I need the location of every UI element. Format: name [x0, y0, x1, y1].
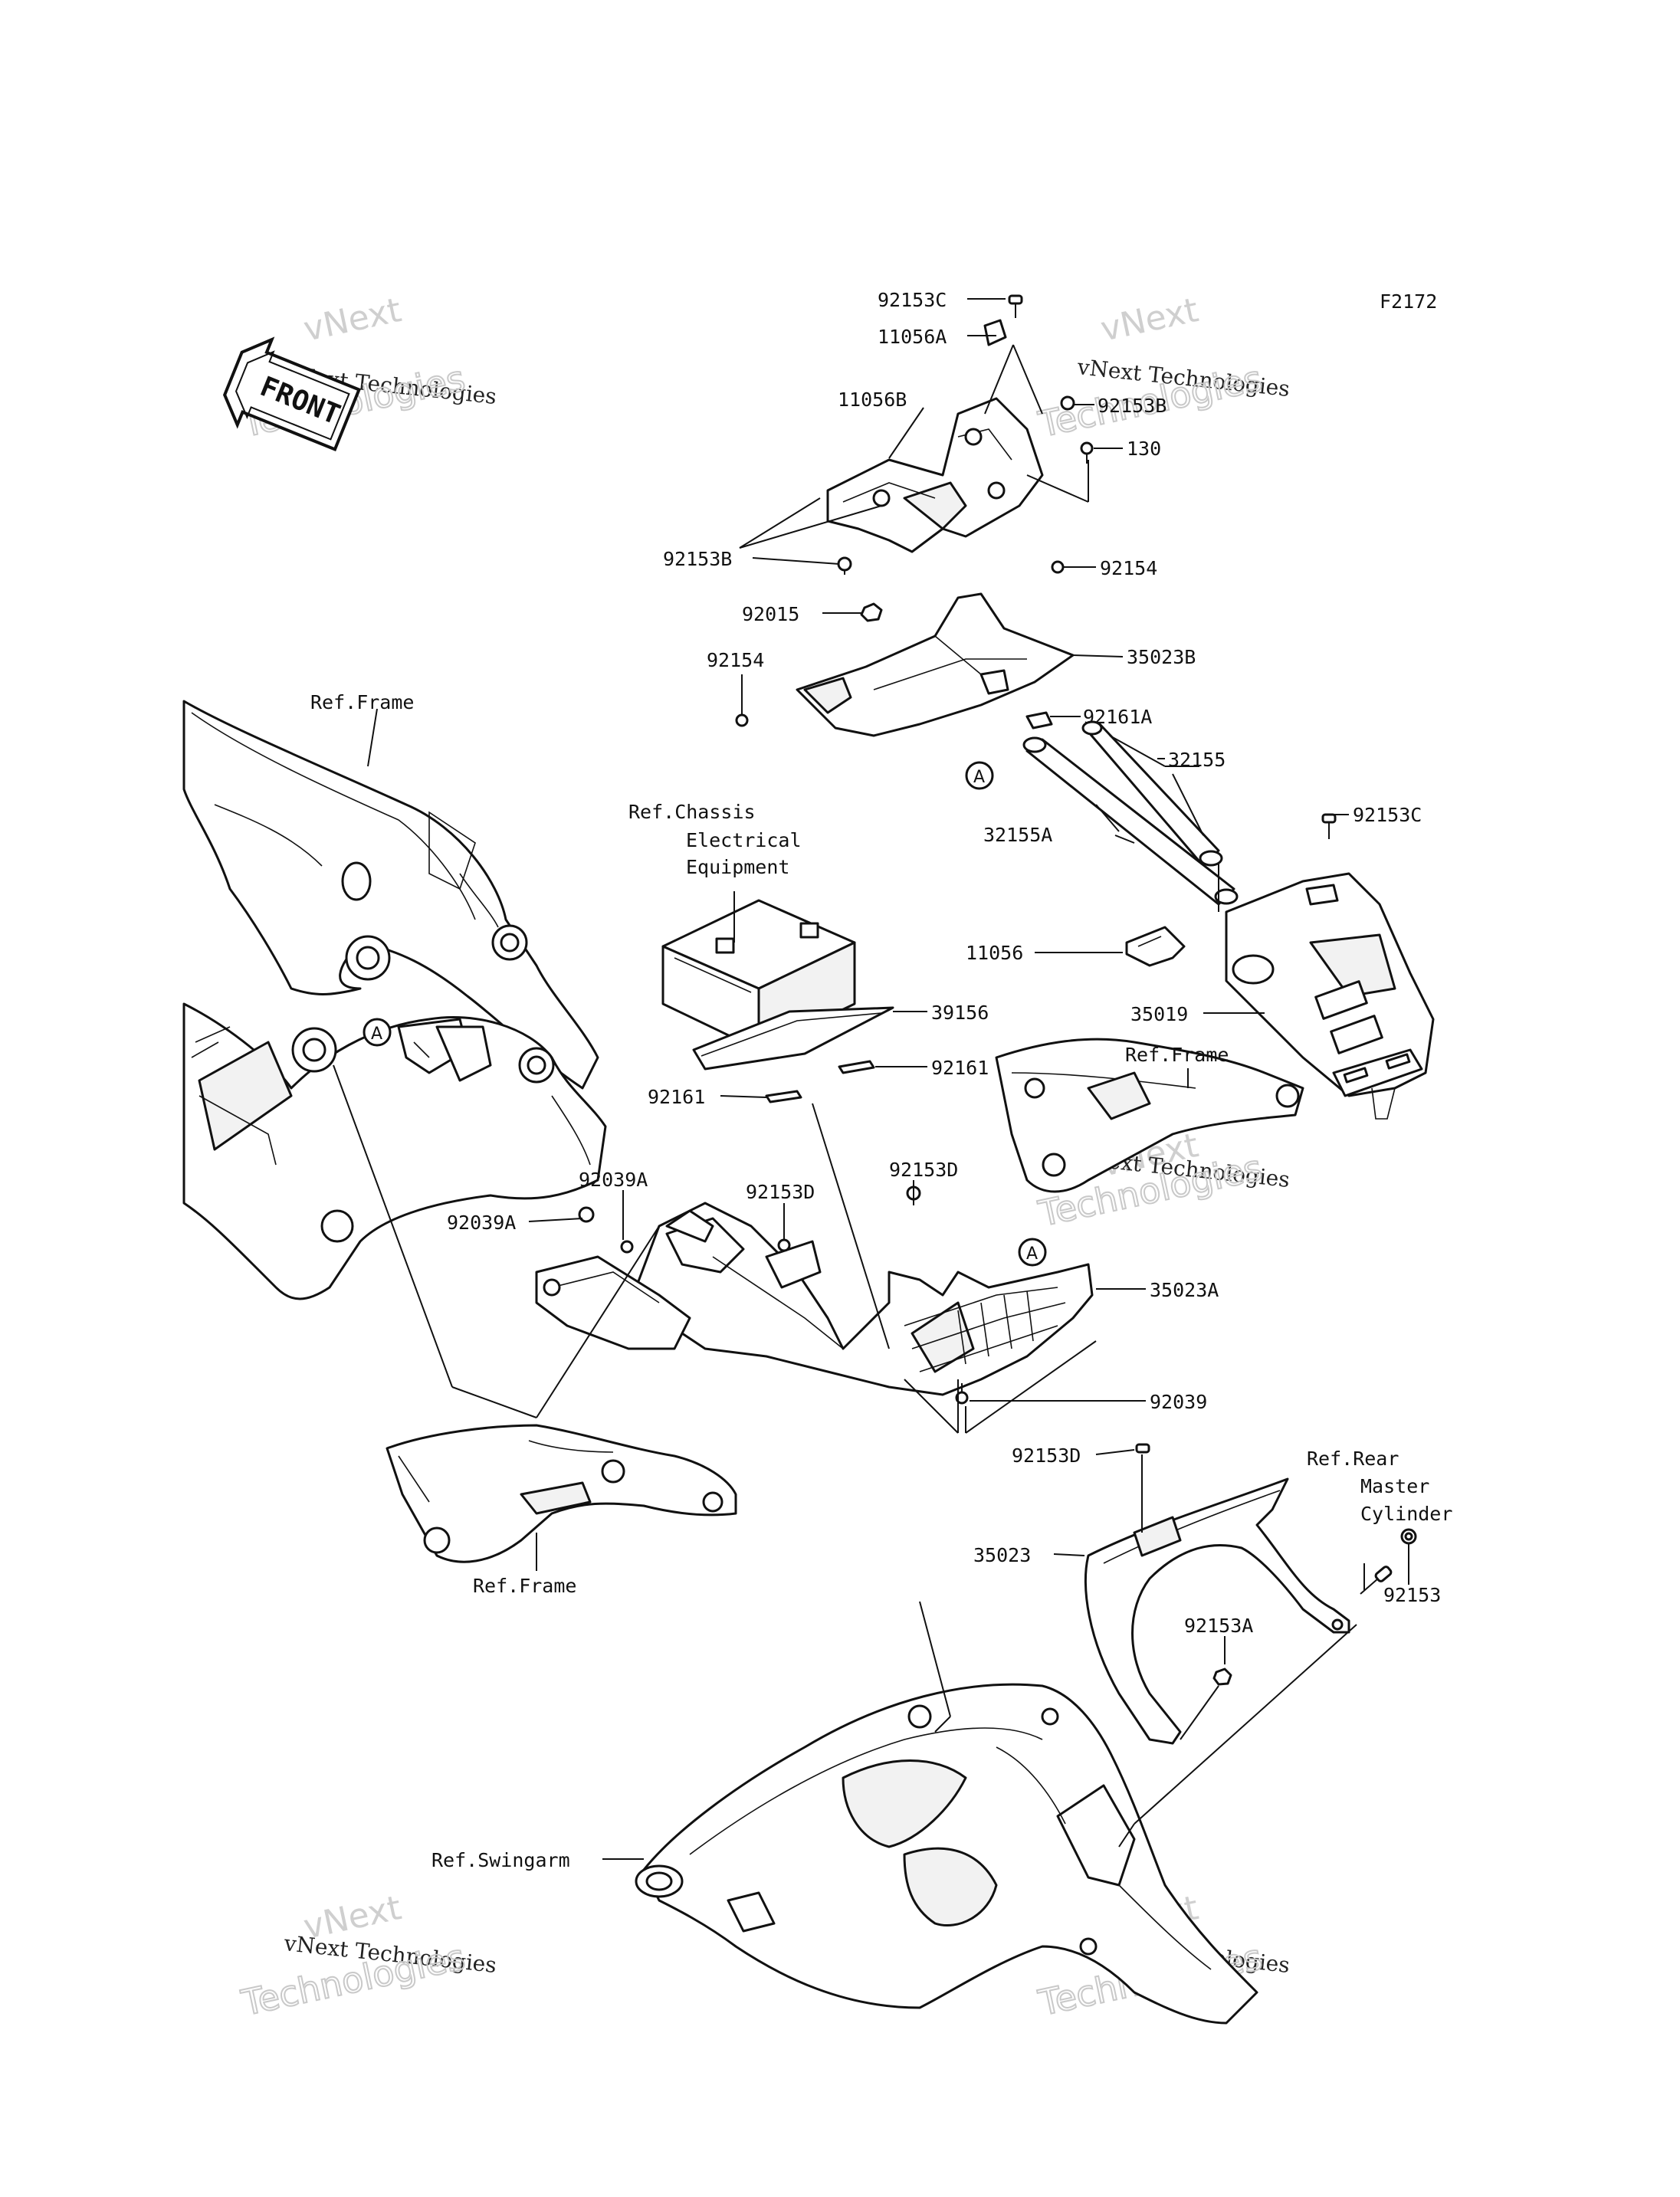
under-cover-35023a	[535, 1202, 1094, 1396]
front-arrow-icon: FRONT	[222, 336, 362, 452]
ref-label-chassis-2: Electrical	[686, 829, 802, 851]
part-label-11056a: 11056A	[878, 326, 947, 348]
bolt-icon	[1060, 395, 1075, 411]
nut-icon	[1212, 1667, 1232, 1686]
part-label-92153b-right: 92153B	[1098, 395, 1166, 417]
ref-label-frame-top: Ref.Frame	[310, 691, 414, 713]
rear-holder-35019	[1225, 872, 1435, 1120]
part-label-92153d-b: 92153D	[746, 1181, 815, 1203]
part-label-92161-right: 92161	[931, 1057, 989, 1079]
bolt-icon	[1321, 813, 1337, 839]
svg-text:A: A	[973, 768, 985, 787]
part-label-92153b-left: 92153B	[663, 548, 732, 570]
part-label-92153d-a: 92153D	[889, 1159, 958, 1181]
bolt-icon	[837, 556, 852, 575]
svg-text:vNext: vNext	[300, 290, 405, 349]
battery-pad	[692, 1006, 894, 1071]
frame-upper-left	[182, 700, 599, 1090]
bolt-icon	[620, 1240, 634, 1254]
part-label-92161a: 92161A	[1083, 706, 1152, 728]
part-label-11056: 11056	[966, 942, 1023, 964]
bolt-icon	[1135, 1443, 1150, 1454]
ref-label-frame-right: Ref.Frame	[1125, 1044, 1229, 1066]
under-tray-35023b	[796, 592, 1075, 737]
bolt-icon	[955, 1383, 969, 1405]
swingarm	[635, 1683, 1258, 2025]
part-label-92154-right: 92154	[1100, 557, 1157, 579]
ref-label-swingarm: Ref.Swingarm	[431, 1849, 570, 1871]
frame-right	[995, 1038, 1304, 1193]
bolt-icon	[1008, 294, 1023, 318]
part-label-92039a-a: 92039A	[579, 1169, 648, 1191]
nut-icon	[860, 602, 883, 622]
clip-11056	[1125, 926, 1186, 967]
watermark-top-right: vNext vNext Technologies Technologies	[1034, 290, 1291, 446]
pad-strips	[765, 1060, 875, 1103]
part-label-92039: 92039	[1150, 1391, 1207, 1413]
bolt-icon	[777, 1238, 791, 1252]
diagram-code: F2172	[1380, 290, 1437, 313]
part-label-11056b: 11056B	[838, 389, 907, 411]
part-label-130: 130	[1127, 438, 1161, 460]
part-label-92153c-top: 92153C	[878, 289, 947, 311]
part-label-92161-left: 92161	[648, 1086, 705, 1108]
bolt-icon	[578, 1206, 595, 1223]
part-label-35023a: 35023A	[1150, 1279, 1219, 1301]
part-label-92153d-c: 92153D	[1012, 1444, 1081, 1467]
part-label-35023: 35023	[973, 1544, 1031, 1566]
part-label-32155: 32155	[1168, 749, 1226, 771]
svg-text:vNext: vNext	[1098, 290, 1202, 349]
part-label-92154-left: 92154	[707, 649, 764, 671]
svg-text:A: A	[371, 1025, 382, 1044]
part-label-92039a-b: 92039A	[447, 1212, 516, 1234]
ref-label-rear-1: Ref.Rear	[1307, 1448, 1399, 1470]
svg-text:A: A	[1026, 1244, 1038, 1264]
part-label-92153c-right: 92153C	[1353, 804, 1422, 826]
ecu-bracket	[826, 319, 1044, 553]
nut-icon	[1400, 1528, 1417, 1545]
tube-32155a	[1022, 711, 1239, 906]
ref-label-frame-bottom: Ref.Frame	[473, 1575, 576, 1597]
part-label-92015: 92015	[742, 603, 799, 625]
frame-lower-left	[386, 1424, 737, 1563]
tube-32155	[1081, 720, 1223, 867]
bolt-icon	[1080, 441, 1094, 464]
bolt-icon	[735, 713, 749, 727]
part-label-35023b: 35023B	[1127, 646, 1196, 668]
callout-a-left: A	[363, 1018, 392, 1047]
bolt-icon	[1360, 1566, 1393, 1595]
part-label-92153: 92153	[1383, 1584, 1441, 1606]
part-label-39156: 39156	[931, 1002, 989, 1024]
part-label-35019: 35019	[1130, 1003, 1188, 1025]
frame-middle-left	[182, 1002, 607, 1300]
ref-label-rear-2: Master	[1360, 1475, 1429, 1497]
watermark-bottom-left: vNext vNext Technologies Technologies	[237, 1888, 497, 2025]
ref-label-chassis-1: Ref.Chassis	[628, 801, 756, 823]
ref-label-chassis-3: Equipment	[686, 856, 789, 878]
leader-lines	[333, 298, 1409, 1860]
part-label-92153a: 92153A	[1184, 1615, 1253, 1637]
callout-a-lower: A	[1018, 1238, 1047, 1267]
ref-label-rear-3: Cylinder	[1360, 1503, 1452, 1525]
part-label-32155a: 32155A	[983, 824, 1052, 846]
bolt-icon	[1051, 560, 1065, 574]
rear-cover-35023	[1084, 1477, 1350, 1745]
callout-a-upper: A	[965, 761, 994, 790]
